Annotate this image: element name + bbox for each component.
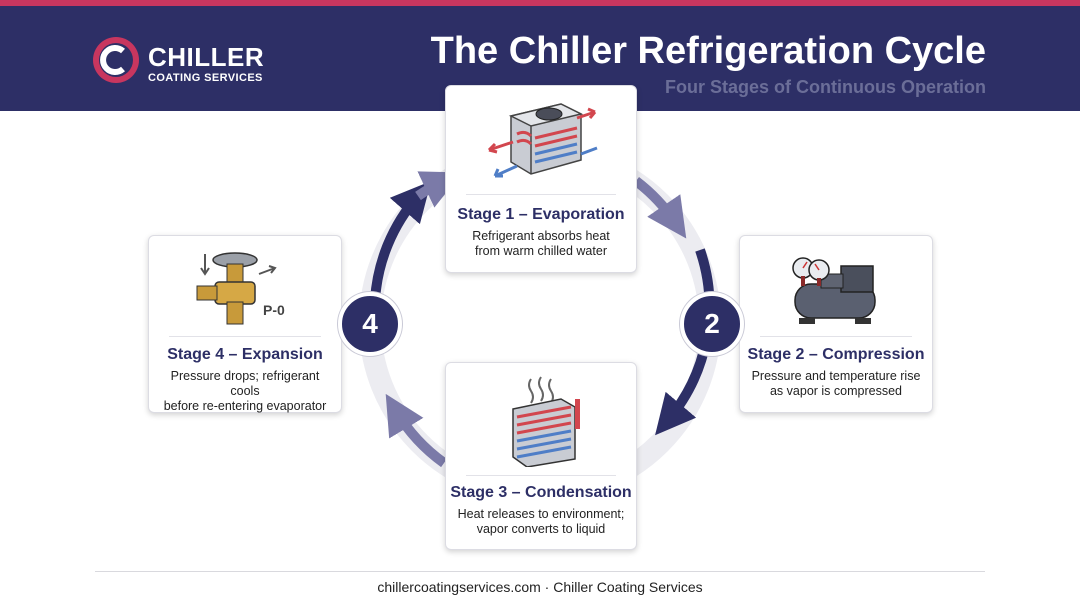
stage-card-condensation: Stage 3 – Condensation Heat releases to … bbox=[445, 362, 637, 550]
card-divider bbox=[169, 336, 321, 337]
footer-divider bbox=[95, 571, 985, 572]
evaporator-icon bbox=[487, 103, 598, 178]
stage-desc-line: as vapor is compressed bbox=[769, 384, 902, 398]
stage-number-badge-4: 4 bbox=[338, 292, 402, 356]
brand-name: CHILLER bbox=[148, 42, 265, 72]
card-divider bbox=[466, 194, 616, 195]
stage-title: Stage 2 – Compression bbox=[747, 346, 925, 363]
page-title: The Chiller Refrigeration Cycle bbox=[430, 30, 986, 72]
arrow-evaporation-to-compression bbox=[632, 177, 687, 239]
stage-desc-line: vapor converts to liquid bbox=[476, 522, 606, 536]
stage-desc-line: from warm chilled water bbox=[475, 244, 607, 258]
valve-pressure-label: P-0 bbox=[263, 302, 285, 318]
stage-card-evaporation: Stage 1 – Evaporation Refrigerant absorb… bbox=[445, 85, 637, 273]
stage-card-expansion: P-0 Stage 4 – Expansion Pressure drops; … bbox=[148, 235, 342, 413]
footer-text: chillercoatingservices.com · Chiller Coa… bbox=[377, 579, 703, 595]
stage-desc-line: Refrigerant absorbs heat bbox=[472, 229, 610, 243]
stage-card-compression: Stage 2 – Compression Pressure and tempe… bbox=[739, 235, 933, 413]
page-subtitle: Four Stages of Continuous Operation bbox=[665, 77, 986, 97]
brand-logo-icon bbox=[93, 37, 139, 83]
stage-title: Stage 1 – Evaporation bbox=[457, 206, 625, 223]
card-divider bbox=[466, 475, 616, 476]
arrow-tail-upper-left bbox=[415, 171, 463, 208]
expansion-valve-icon bbox=[196, 252, 277, 325]
arrow-expansion-to-evaporation bbox=[370, 180, 432, 301]
condenser-icon bbox=[512, 376, 580, 467]
stage-number-badge-2: 2 bbox=[680, 292, 744, 356]
brand-subtitle: COATING SERVICES bbox=[148, 72, 263, 84]
stage-title: Stage 4 – Expansion bbox=[167, 346, 323, 363]
accent-bar bbox=[0, 0, 1080, 6]
stage-title: Stage 3 – Condensation bbox=[450, 484, 632, 501]
stage-desc-line: before re-entering evaporator bbox=[163, 399, 327, 413]
arrow-condensation-to-expansion bbox=[385, 393, 447, 468]
stage-desc-line: Pressure drops; refrigerant cools bbox=[170, 369, 320, 398]
stage-desc-line: Pressure and temperature rise bbox=[751, 369, 921, 383]
stage-desc-line: Heat releases to environment; bbox=[457, 507, 625, 521]
card-divider bbox=[760, 336, 912, 337]
compressor-icon bbox=[792, 257, 876, 324]
